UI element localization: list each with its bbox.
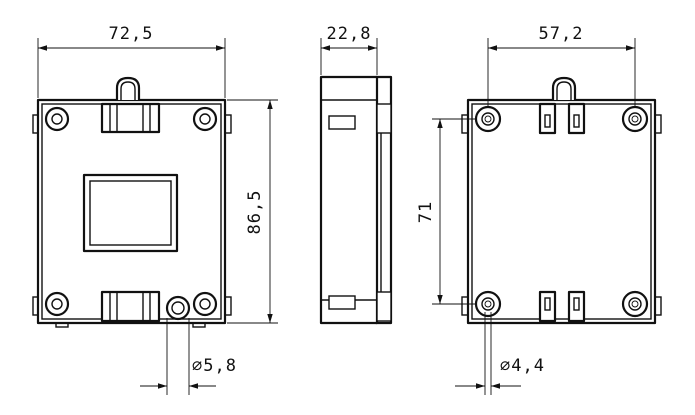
side-clip bbox=[328, 295, 356, 310]
back-hole-spacing-vertical: 71 bbox=[416, 201, 436, 223]
back-dimensions: 57,2 71 ⌀4,4 bbox=[416, 24, 636, 395]
back-terminal-clip bbox=[567, 290, 586, 323]
back-mounting-hole bbox=[474, 290, 502, 318]
front-corner-boss bbox=[192, 291, 218, 317]
back-terminal-clip bbox=[567, 102, 586, 135]
front-height-dimension: 86,5 bbox=[245, 190, 265, 235]
front-corner-boss bbox=[44, 291, 70, 317]
back-hole-spacing-horizontal: 57,2 bbox=[539, 24, 584, 44]
front-corner-boss bbox=[192, 106, 218, 132]
back-body-outline bbox=[466, 98, 657, 325]
front-window bbox=[82, 173, 179, 253]
side-body-outline bbox=[319, 75, 379, 325]
front-hole-dimension: ⌀5,8 bbox=[192, 356, 237, 376]
back-mounting-hole bbox=[621, 290, 649, 318]
back-hole-dimension: ⌀4,4 bbox=[500, 356, 545, 376]
back-mounting-hole bbox=[621, 105, 649, 133]
back-view bbox=[461, 76, 662, 325]
front-width-dimension: 72,5 bbox=[109, 24, 154, 44]
front-corner-boss bbox=[44, 106, 70, 132]
side-clip bbox=[328, 115, 356, 130]
back-terminal-clip bbox=[538, 102, 557, 135]
back-mounting-hole bbox=[474, 105, 502, 133]
side-dimensions: 22,8 bbox=[320, 24, 378, 75]
side-depth-dimension: 22,8 bbox=[327, 24, 372, 44]
front-dimensions: 72,5 86,5 ⌀5,8 bbox=[37, 24, 278, 395]
front-conductor-hole bbox=[165, 295, 191, 321]
front-view bbox=[32, 76, 232, 328]
side-view bbox=[319, 75, 393, 325]
back-terminal-clip bbox=[538, 290, 557, 323]
